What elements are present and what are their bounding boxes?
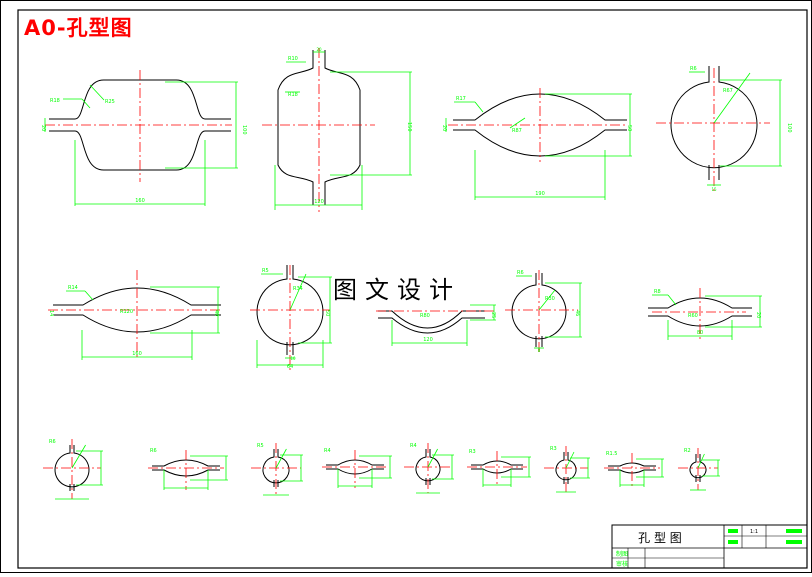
pass-15-radius-label: R3 — [469, 449, 476, 455]
dimension-line — [289, 273, 307, 311]
pass-1-radius-label: R18 — [50, 98, 60, 104]
dimension-line — [697, 453, 705, 469]
pass-outline — [277, 50, 314, 205]
dimension-line — [474, 101, 484, 113]
pass-10-radius-label: R6 — [49, 439, 56, 445]
pass-9-height-label: 20 — [755, 312, 761, 318]
pass-outline — [54, 445, 90, 488]
pass-14-radius-label: R4 — [410, 443, 417, 449]
dimension-line — [565, 451, 575, 469]
pass-17-radius-label: R1.5 — [606, 451, 617, 457]
dimension-line — [509, 117, 526, 129]
title-block-mark — [786, 540, 802, 544]
pass-16 — [555, 452, 577, 484]
sheet-title: A0-孔型图 — [24, 16, 133, 40]
pass-5-height-label: 40 — [213, 310, 219, 316]
title-block-reviewer-label: 审核 — [616, 560, 628, 568]
inner-frame — [17, 9, 808, 569]
pass-6-width-label: 64 — [287, 364, 293, 370]
pass-5-width-label: 160 — [132, 351, 142, 357]
title-block — [611, 524, 808, 569]
pass-2-height-label: 150 — [406, 122, 412, 132]
pass-3-radius-label: R17 — [456, 96, 466, 102]
pass-4-bottom-label: 15 — [711, 187, 717, 192]
dimension-line — [275, 448, 287, 469]
pass-outline — [689, 454, 707, 479]
pass-4-radius2-label: R67 — [723, 88, 733, 94]
pass-4-height-label: 100 — [786, 123, 792, 133]
pass-5-radius-label: R14 — [68, 285, 78, 291]
pass-13-radius-label: R4 — [324, 448, 331, 454]
title-block-mark — [786, 529, 802, 533]
pass-outline-top — [608, 462, 656, 467]
title-block-drafter-label: 制图 — [616, 550, 628, 558]
pass-6-height-label: 50 — [324, 310, 330, 316]
pass-5-gap-label: 14 — [48, 310, 54, 316]
pass-6-radius2-label: R34 — [293, 286, 303, 292]
pass-6-bottom-label: 10 — [290, 356, 296, 361]
pass-11-radius-label: R6 — [150, 448, 157, 454]
pass-8-bottom-label: 8 — [538, 348, 541, 353]
dimension-line — [81, 98, 91, 109]
pass-2-radius-label: R10 — [288, 56, 298, 62]
pass-1-width-label: 160 — [135, 198, 145, 204]
pass-2-radius2-label: R18 — [288, 92, 298, 98]
pass-3-width-label: 190 — [535, 191, 545, 197]
pass-9-radius-label: R8 — [654, 289, 661, 295]
title-block-border — [611, 524, 808, 569]
pass-4-radius-label: R6 — [690, 66, 697, 72]
dimension-line — [84, 290, 94, 301]
pass-3-height-label: 50 — [626, 125, 632, 131]
dimension-line — [538, 289, 556, 311]
pass-8-radius2-label: R30 — [545, 296, 555, 302]
pass-12-radius-label: R5 — [257, 443, 264, 449]
dimension-line — [71, 444, 86, 469]
pass-6-radius-label: R5 — [262, 268, 269, 274]
pass-10 — [54, 445, 90, 491]
pass-outline — [378, 310, 485, 329]
pass-1-radius2-label: R25 — [105, 99, 115, 105]
title-block-name: 孔 型 图 — [638, 531, 682, 545]
pass-9-width-label: 80 — [697, 330, 703, 336]
pass-7-radius2-label: R80 — [420, 313, 430, 319]
pass-5-radius2-label: R120 — [120, 309, 133, 315]
pass-3-radius2-label: R87 — [512, 128, 522, 134]
dimension-line — [713, 72, 751, 124]
pass-7-height-label: 25 — [490, 312, 496, 318]
pass-7-width-label: 120 — [423, 337, 433, 343]
pass-outline — [378, 317, 485, 334]
pass-8-height-label: 46 — [574, 310, 580, 316]
title-block-scale: 1:1 — [750, 529, 758, 535]
pass-3-gap-label: 20 — [441, 125, 447, 131]
pass-outline — [555, 452, 577, 481]
pass-8-radius-label: R6 — [517, 270, 524, 276]
pass-18 — [689, 454, 707, 482]
dimension-line — [667, 294, 677, 306]
pass-1-height-label: 100 — [241, 125, 247, 135]
dimension-line — [89, 84, 105, 101]
pass-2-width-label: 120 — [314, 199, 324, 205]
title-block-mark — [728, 529, 738, 533]
pass-9-radius2-label: R60 — [688, 313, 698, 319]
dimension-line — [427, 448, 438, 468]
pass-outline-top — [648, 297, 752, 309]
watermark-text: 图文设计 — [333, 276, 461, 304]
title-block-mark — [728, 540, 738, 544]
pass-outline — [324, 50, 361, 205]
pass-1-gap-label: 20 — [40, 125, 46, 131]
pass-18-radius-label: R2 — [684, 448, 691, 454]
pass-2-top-label: 20 — [316, 47, 322, 52]
pass-16-radius-label: R3 — [550, 446, 557, 452]
